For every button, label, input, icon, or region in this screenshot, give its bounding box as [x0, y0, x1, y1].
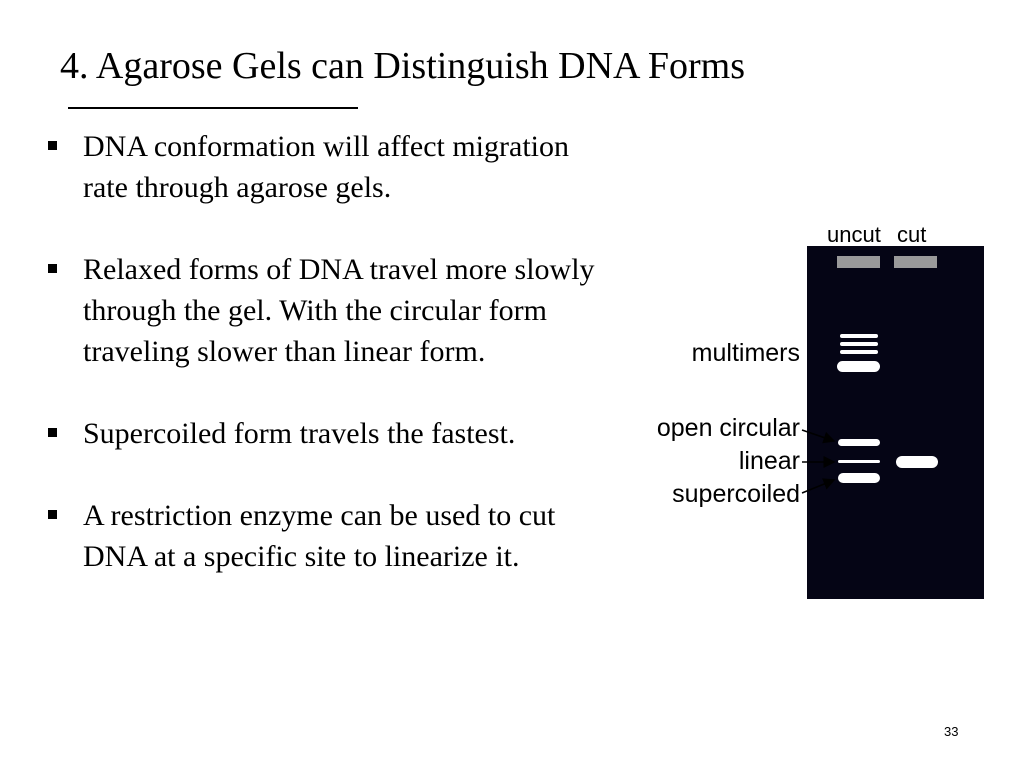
slide-title: 4. Agarose Gels can Distinguish DNA Form… — [60, 45, 746, 87]
band-multimer — [840, 350, 878, 354]
square-bullet-icon — [48, 510, 57, 519]
band-linear-uncut — [838, 460, 880, 463]
label-multimers: multimers — [692, 339, 800, 367]
well-cut — [894, 256, 937, 268]
square-bullet-icon — [48, 428, 57, 437]
bullet-item: Supercoiled form travels the fastest. — [46, 413, 606, 454]
bullet-text: Relaxed forms of DNA travel more slowly … — [83, 253, 595, 368]
lane-label-uncut: uncut — [827, 222, 881, 247]
bullet-text: DNA conformation will affect migration r… — [83, 130, 569, 204]
band-linear-cut — [896, 456, 938, 468]
bullet-item: Relaxed forms of DNA travel more slowly … — [46, 249, 606, 372]
label-linear: linear — [739, 447, 800, 475]
bullet-text: Supercoiled form travels the fastest. — [83, 417, 516, 450]
bullet-item: A restriction enzyme can be used to cut … — [46, 495, 606, 577]
band-supercoiled — [838, 473, 880, 483]
bullet-list: DNA conformation will affect migration r… — [46, 126, 606, 577]
lane-label-cut: cut — [897, 222, 926, 247]
label-supercoiled: supercoiled — [672, 480, 800, 508]
well-uncut — [837, 256, 880, 268]
slide-number: 33 — [944, 724, 959, 739]
band-multimer — [840, 342, 878, 346]
square-bullet-icon — [48, 141, 57, 150]
arrow-open-circular — [801, 429, 836, 444]
bullet-item: DNA conformation will affect migration r… — [46, 126, 606, 208]
band-multimer — [840, 334, 878, 338]
label-open-circular: open circular — [657, 414, 800, 442]
band-multimer — [837, 361, 880, 372]
arrow-supercoiled — [801, 478, 836, 494]
bullet-text: A restriction enzyme can be used to cut … — [83, 499, 556, 573]
title-underline — [68, 107, 358, 109]
band-open-circular — [838, 439, 880, 446]
square-bullet-icon — [48, 264, 57, 273]
gel-slab — [807, 246, 984, 599]
